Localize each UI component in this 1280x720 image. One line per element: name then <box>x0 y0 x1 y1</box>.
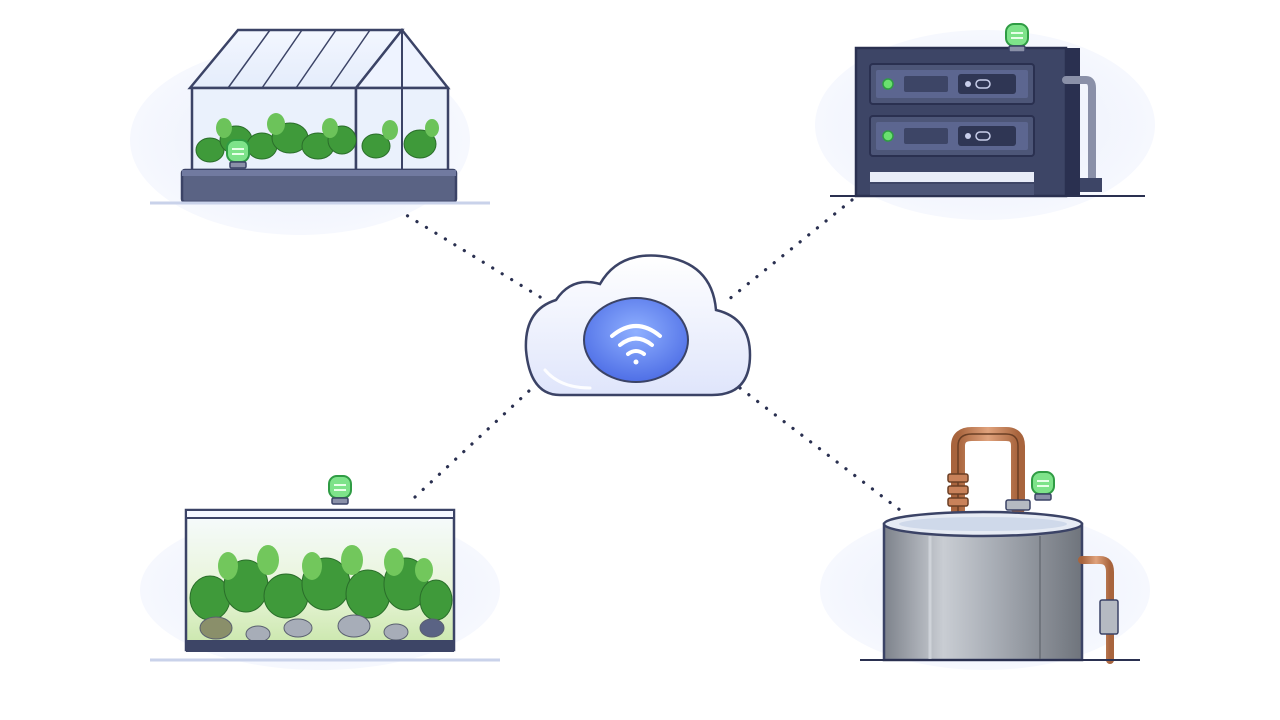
greenhouse-node[interactable] <box>130 27 490 235</box>
water-tank-node[interactable] <box>820 427 1150 670</box>
water-tank-icon <box>860 427 1140 664</box>
terrarium-sensor-icon <box>328 475 352 505</box>
terrarium-icon <box>150 508 500 662</box>
connection-water-tank <box>738 386 902 512</box>
water-tank-sensor-icon <box>1031 471 1055 501</box>
connection-server-rack <box>726 198 854 302</box>
server-rack-icon <box>830 46 1145 198</box>
server-rack-node[interactable] <box>815 23 1155 220</box>
greenhouse-sensor-icon <box>226 139 250 169</box>
wifi-icon <box>610 324 662 365</box>
cloud-hub[interactable] <box>524 254 752 397</box>
server-rack-sensor-icon <box>1005 23 1029 53</box>
connection-lines <box>396 198 902 512</box>
terrarium-node[interactable] <box>140 475 500 670</box>
connection-greenhouse <box>396 208 547 302</box>
connection-terrarium <box>413 388 532 499</box>
greenhouse-icon <box>150 27 490 205</box>
